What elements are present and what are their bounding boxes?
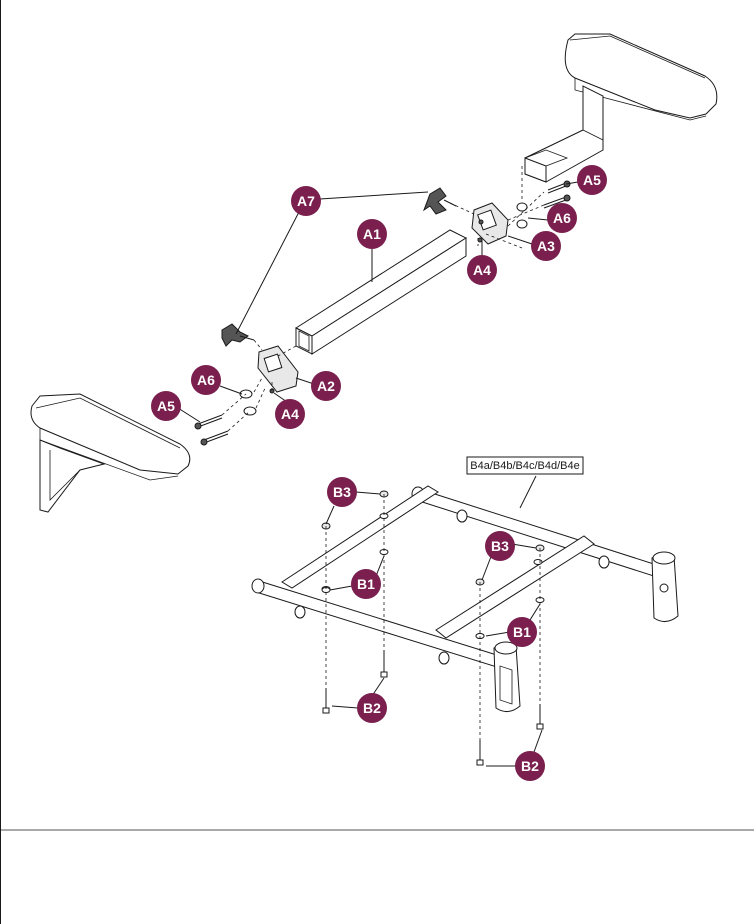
callout-b1-right: B1 bbox=[507, 617, 537, 647]
right-bracket-a3 bbox=[471, 202, 509, 245]
right-washers-a6 bbox=[516, 202, 528, 229]
svg-text:B2: B2 bbox=[521, 758, 539, 774]
right-screws-a5 bbox=[543, 180, 571, 209]
left-armrest bbox=[30, 393, 191, 513]
svg-text:A6: A6 bbox=[553, 210, 571, 226]
svg-text:A2: A2 bbox=[317, 378, 335, 394]
callout-a4-right: A4 bbox=[467, 255, 497, 285]
left-bracket-a2 bbox=[257, 345, 299, 393]
callout-a2: A2 bbox=[311, 371, 341, 401]
seat-frame-b4 bbox=[251, 485, 679, 712]
callout-a5-right: A5 bbox=[577, 165, 607, 195]
svg-text:B2: B2 bbox=[363, 700, 381, 716]
callout-a4-left: A4 bbox=[275, 399, 305, 429]
callout-b2-right: B2 bbox=[515, 751, 545, 781]
callout-a6-left: A6 bbox=[191, 365, 221, 395]
svg-text:A7: A7 bbox=[297, 193, 315, 209]
tube-a1 bbox=[294, 229, 468, 355]
callout-a3: A3 bbox=[531, 231, 561, 261]
callout-a1: A1 bbox=[357, 219, 387, 249]
right-nut-a4 bbox=[477, 237, 483, 243]
callout-a7: A7 bbox=[291, 186, 321, 216]
callout-b3-right: B3 bbox=[485, 531, 515, 561]
right-armrest bbox=[524, 33, 718, 183]
right-knob-a7 bbox=[422, 187, 457, 215]
svg-text:A5: A5 bbox=[583, 172, 601, 188]
svg-text:B3: B3 bbox=[333, 484, 351, 500]
svg-text:A4: A4 bbox=[281, 406, 299, 422]
callout-b2-left: B2 bbox=[357, 693, 387, 723]
svg-text:A6: A6 bbox=[197, 372, 215, 388]
callout-a6-right: A6 bbox=[547, 203, 577, 233]
callout-b3-left: B3 bbox=[327, 477, 357, 507]
frame-label-text: B4a/B4b/B4c/B4d/B4e bbox=[470, 460, 579, 472]
callout-a5-left: A5 bbox=[151, 391, 181, 421]
svg-text:A3: A3 bbox=[537, 238, 555, 254]
svg-text:B1: B1 bbox=[357, 576, 375, 592]
svg-text:A5: A5 bbox=[157, 398, 175, 414]
callout-b1-left: B1 bbox=[351, 569, 381, 599]
left-knob-a7 bbox=[221, 323, 255, 347]
frame-label-box: B4a/B4b/B4c/B4d/B4e bbox=[466, 456, 584, 475]
svg-text:A4: A4 bbox=[473, 262, 491, 278]
svg-text:B1: B1 bbox=[513, 624, 531, 640]
svg-text:B3: B3 bbox=[491, 538, 509, 554]
left-screws-a5 bbox=[194, 414, 229, 446]
b2-bolts bbox=[322, 650, 544, 766]
left-washers-a6 bbox=[239, 389, 257, 416]
svg-text:A1: A1 bbox=[363, 226, 381, 242]
